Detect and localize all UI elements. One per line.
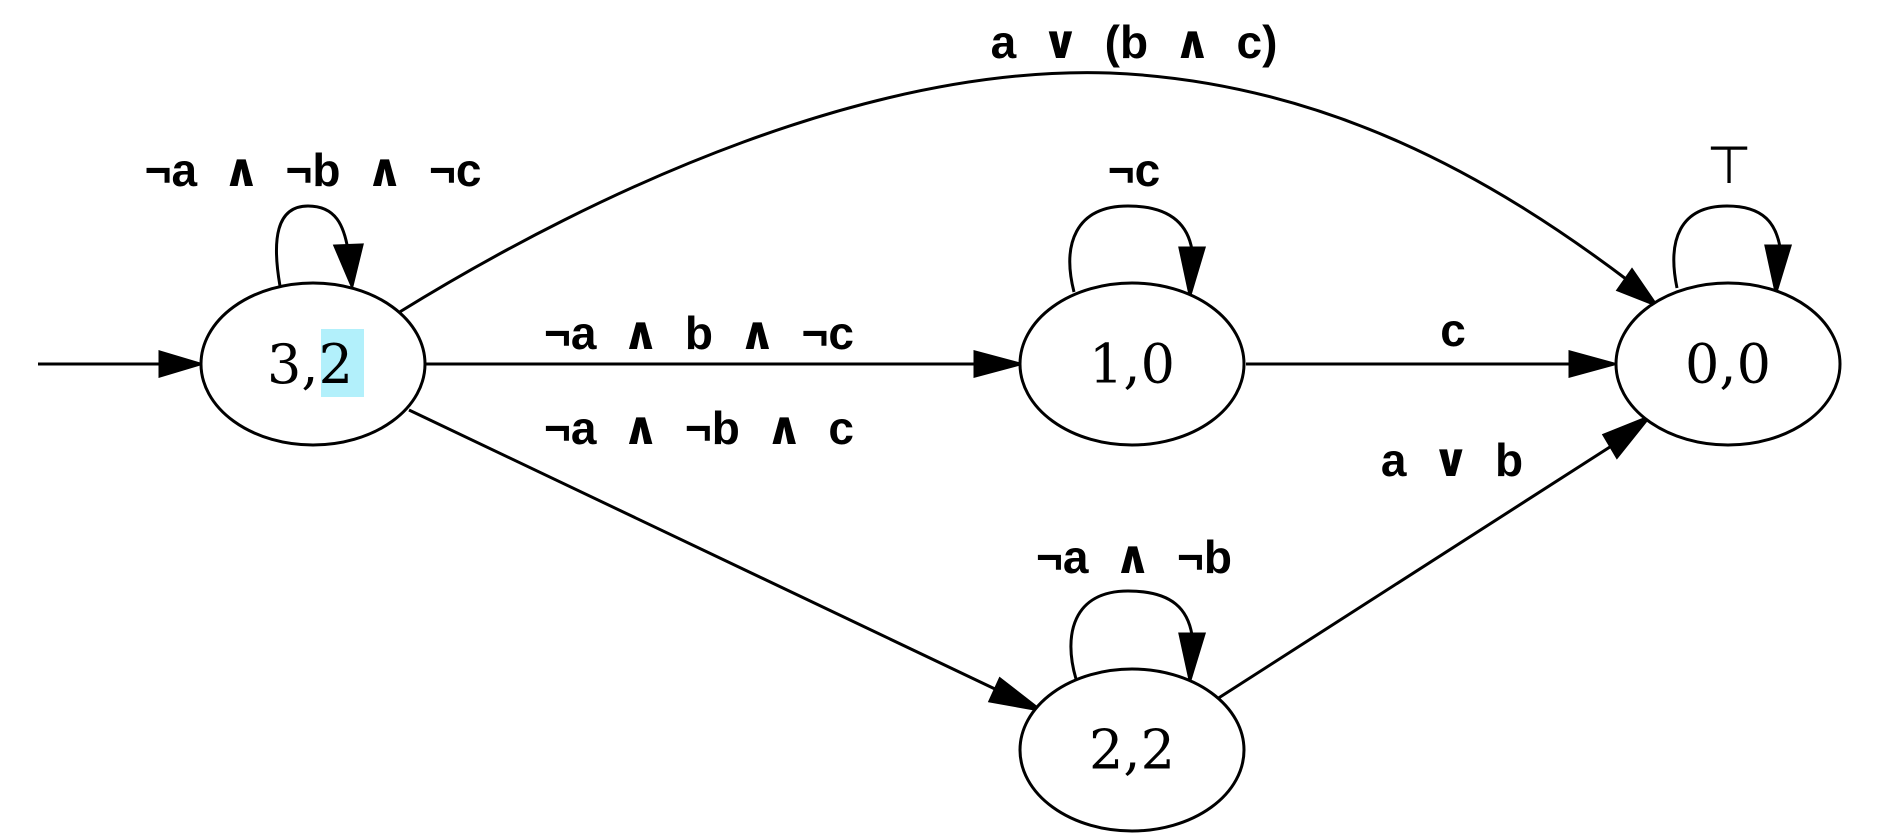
edge-loop-0-0 [1672,204,1793,298]
label-1-0-to-0-0: c [1440,304,1466,356]
state-3-2-label-highlighted: 2 [319,333,353,396]
state-2-2: 2,2 [1018,667,1246,833]
state-3-2-label: 3,2 [267,333,353,396]
state-1-0: 1,0 [1018,281,1246,447]
label-3-2-to-1-0: ¬a ∧ b ∧ ¬c [544,307,854,359]
label-loop-0-0: ⊤ [1706,136,1751,196]
label-3-2-to-2-2: ¬a ∧ ¬b ∧ c [544,402,854,454]
label-loop-1-0: ¬c [1108,144,1160,196]
label-3-2-to-0-0: a ∨ (b ∧ c) [991,16,1278,68]
edge-1-0-to-0-0 [1246,350,1620,378]
edge-3-2-to-1-0 [426,350,1026,378]
edge-3-2-to-0-0 [397,71,1661,315]
state-2-2-label: 2,2 [1089,719,1175,782]
state-3-2: 3,2 [199,281,427,447]
label-loop-3-2: ¬a ∧ ¬b ∧ ¬c [145,144,482,196]
edge-loop-2-2 [1069,589,1207,686]
state-3-2-label-prefix: 3, [267,333,319,396]
state-3-2-highlight [321,329,364,397]
edge-3-2-to-2-2 [408,408,1041,712]
label-2-2-to-0-0: a ∨ b [1381,434,1523,486]
edge-2-2-to-0-0 [1216,413,1654,701]
label-loop-2-2: ¬a ∧ ¬b [1036,531,1232,583]
state-1-0-label: 1,0 [1089,333,1175,396]
initial-arrow [38,349,206,379]
state-0-0: 0,0 [1614,281,1842,447]
edge-loop-1-0 [1068,204,1207,296]
state-0-0-label: 0,0 [1685,333,1771,396]
edge-loop-3-2 [274,204,364,291]
